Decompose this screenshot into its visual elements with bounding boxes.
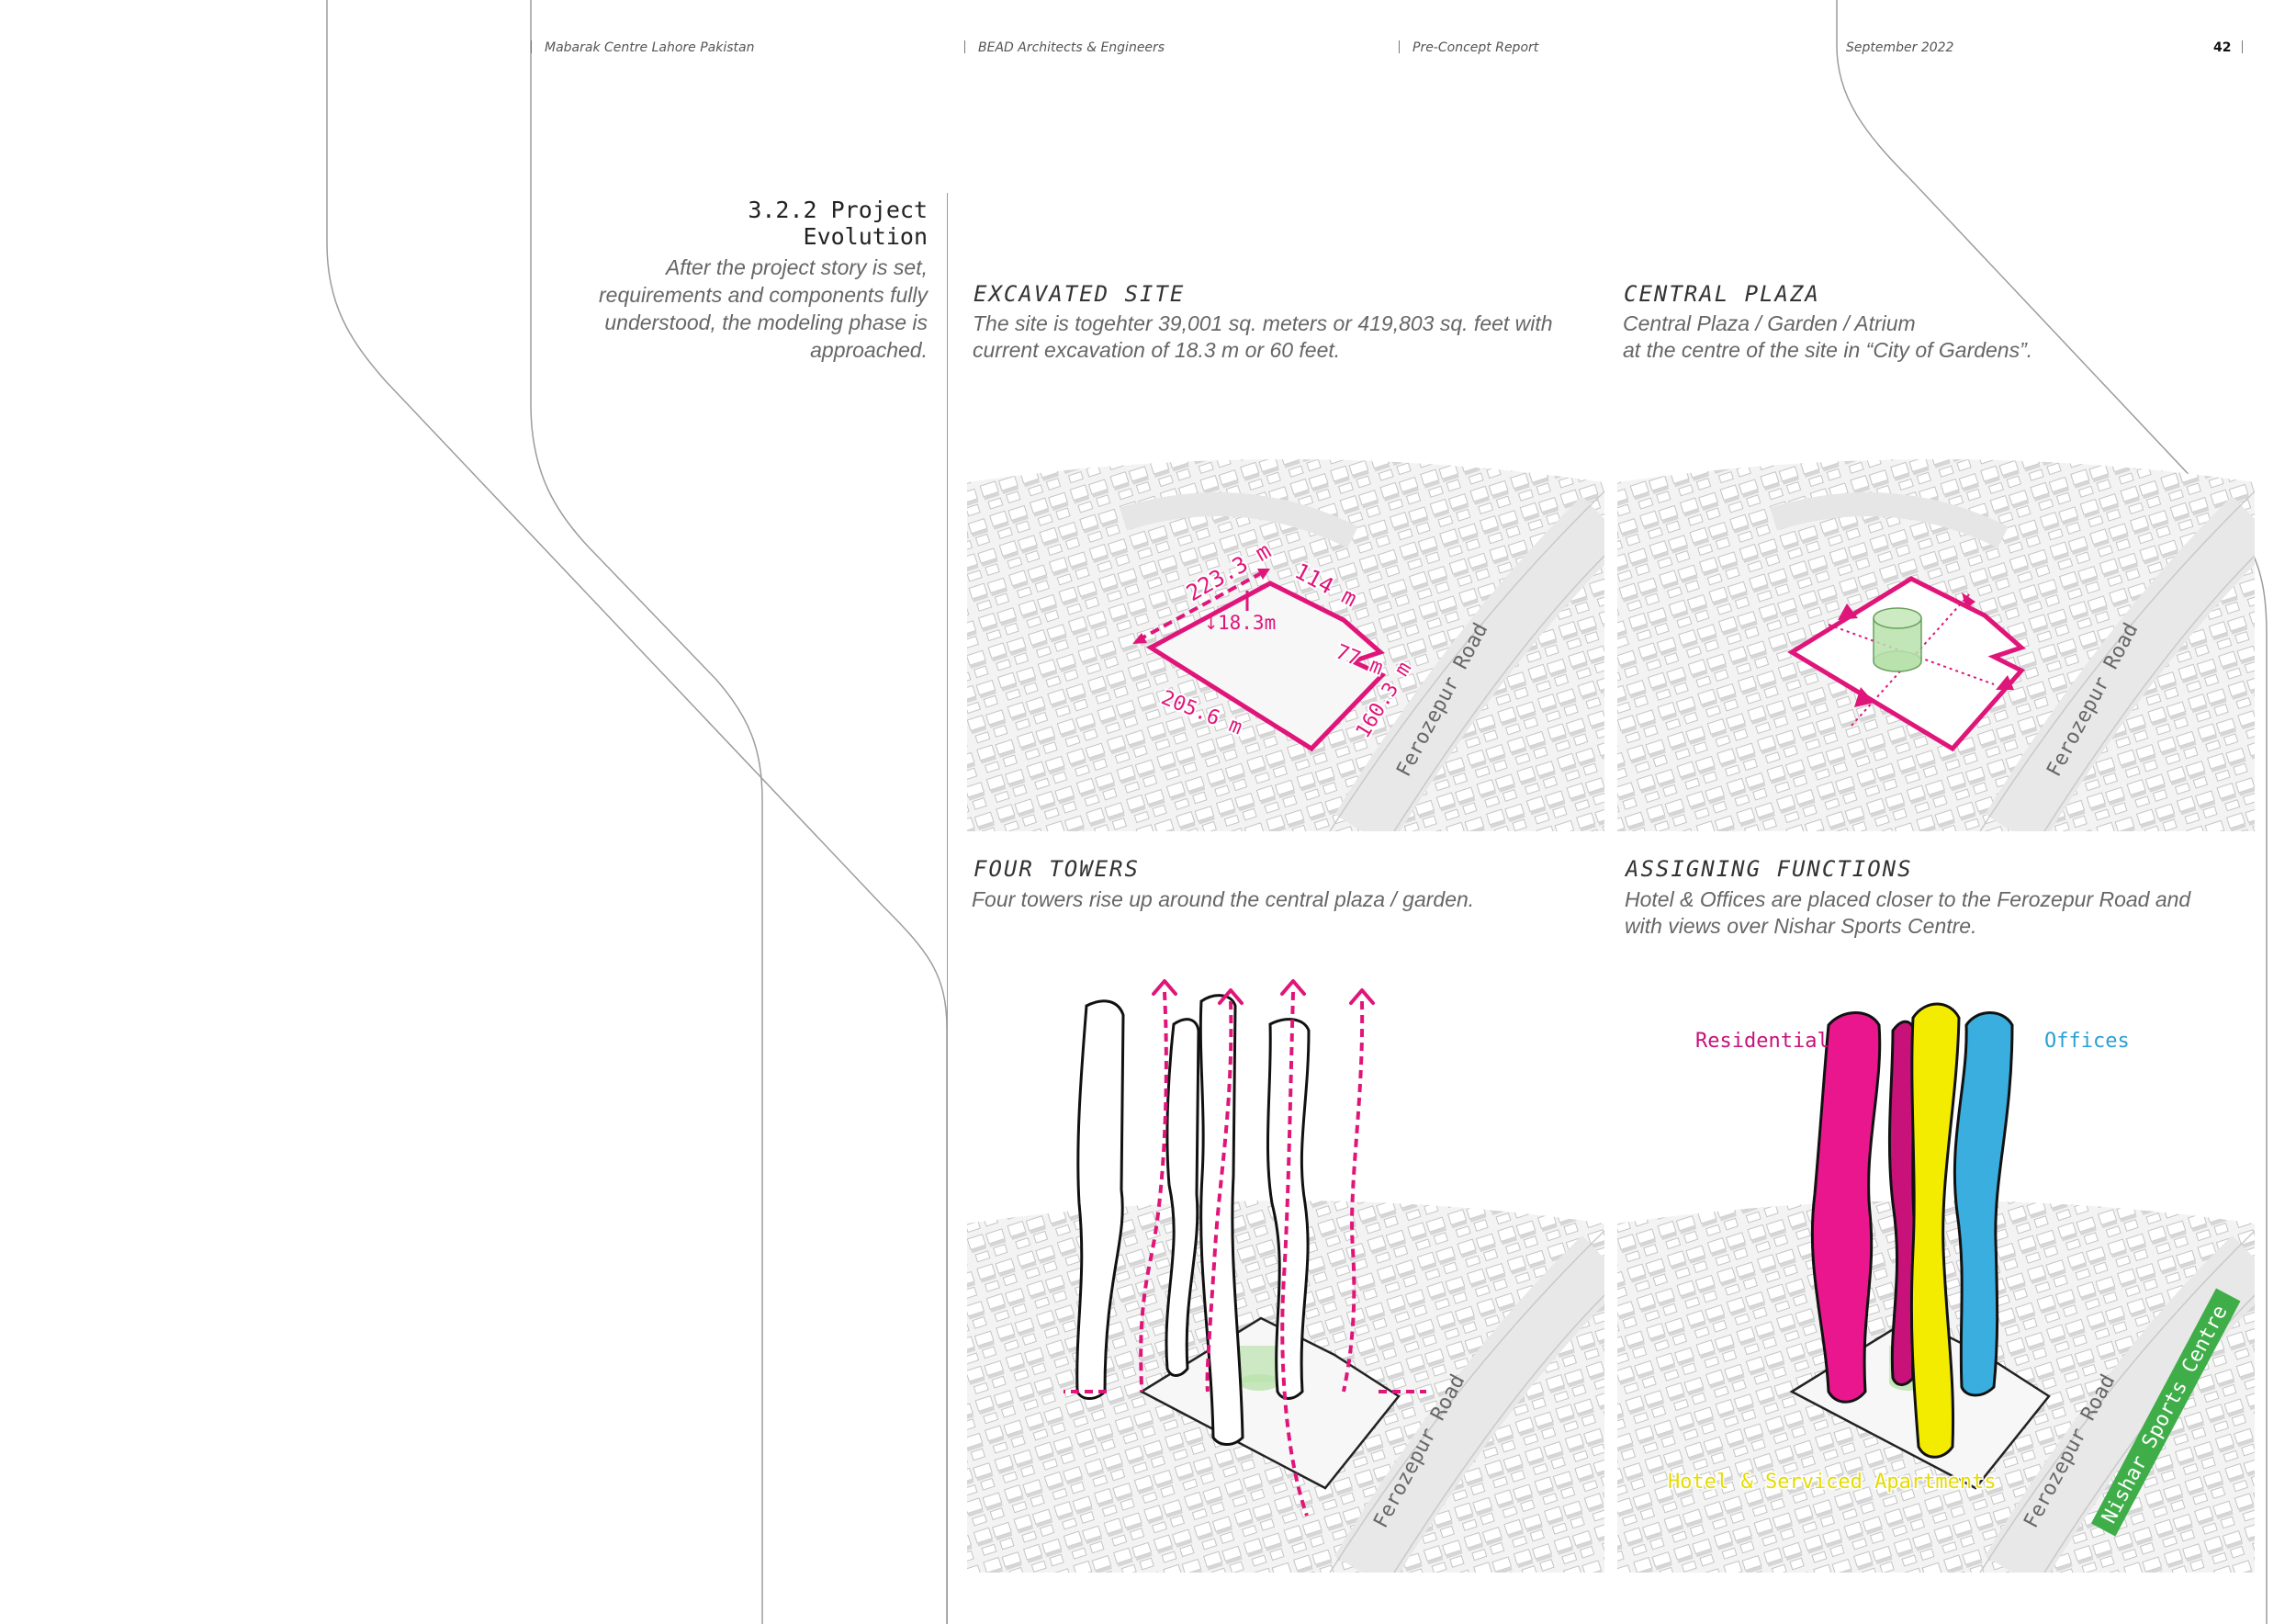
- dimension-depth-18-3m: 18.3m: [1218, 612, 1276, 634]
- offices-label: Offices: [2044, 1030, 2130, 1053]
- four-towers-heading: FOUR TOWERS: [974, 856, 1140, 882]
- section-title: 3.2.2 Project Evolution: [643, 197, 928, 250]
- column-divider: [947, 193, 948, 1624]
- four-towers-description: Four towers rise up around the central p…: [972, 886, 1474, 913]
- header-date: September 2022: [1846, 40, 1953, 55]
- central-plaza-diagram: Ferozepur Road: [1617, 455, 2255, 831]
- header-project: Mabarak Centre Lahore Pakistan: [531, 40, 754, 55]
- header-report: Pre-Concept Report: [1399, 40, 1538, 55]
- central-plaza-heading: CENTRAL PLAZA: [1624, 281, 1820, 307]
- svg-text:↓: ↓: [1204, 615, 1218, 634]
- assigning-functions-heading: ASSIGNING FUNCTIONS: [1626, 856, 1913, 882]
- four-towers-diagram: Ferozepur Road: [967, 974, 1604, 1573]
- assigning-functions-diagram: Residential Offices Hotel & Serviced Apa…: [1617, 974, 2255, 1573]
- header-firm: BEAD Architects & Engineers: [964, 40, 1165, 55]
- excavated-site-diagram: 223.3 m 114 m 18.3m ↓ 77 m 160.3 m 205.6…: [967, 455, 1604, 831]
- hotel-label: Hotel & Serviced Apartments: [1668, 1471, 1997, 1494]
- excavated-site-description: The site is togehter 39,001 sq. meters o…: [973, 310, 1553, 364]
- central-plaza-description: Central Plaza / Garden / Atrium at the c…: [1623, 310, 2032, 364]
- residential-label: Residential: [1695, 1030, 1829, 1053]
- assigning-functions-description: Hotel & Offices are placed closer to the…: [1625, 886, 2190, 940]
- excavated-site-heading: EXCAVATED SITE: [974, 281, 1185, 307]
- page-number: 42: [2213, 40, 2243, 55]
- section-intro: After the project story is set, requirem…: [551, 254, 928, 364]
